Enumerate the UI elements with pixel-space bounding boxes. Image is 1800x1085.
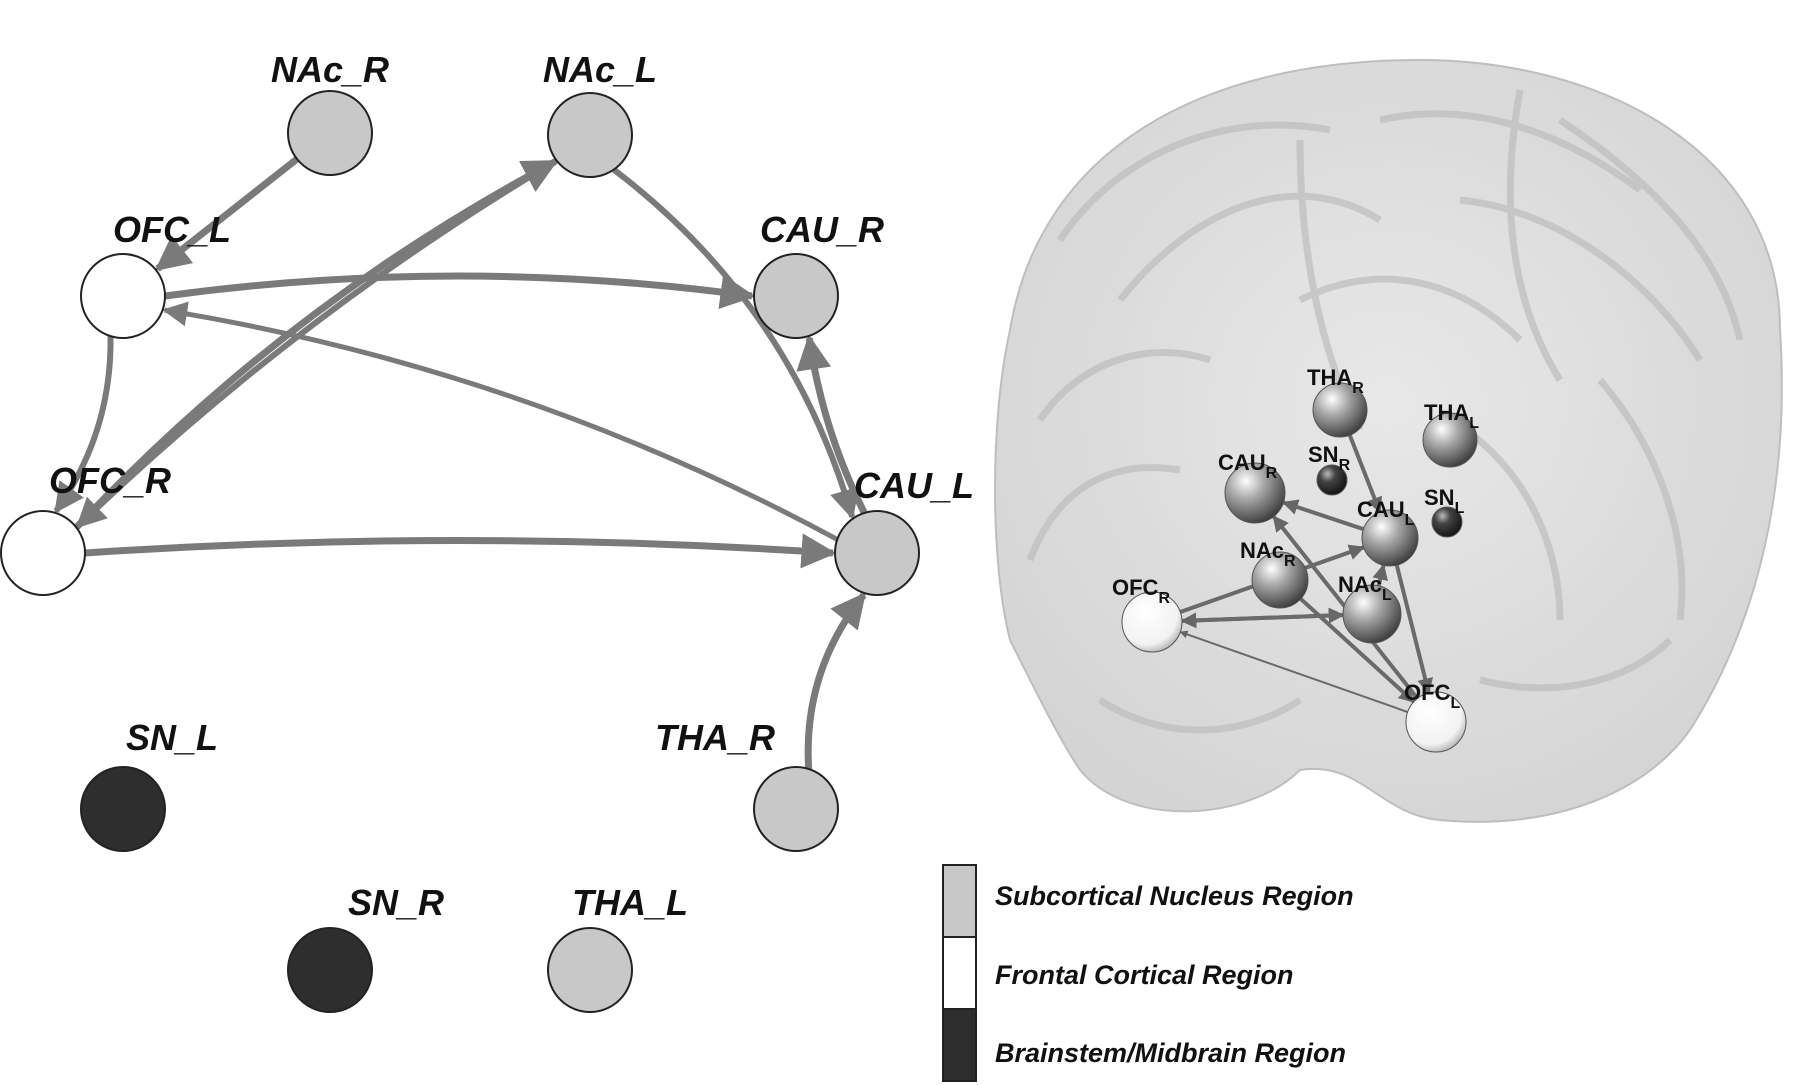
network-edge-THA_R-to-CAU_L (804, 592, 867, 770)
network-edge-CAU_L-to-CAU_R (796, 334, 868, 515)
legend-label-brainstem: Brainstem/Midbrain Region (995, 1038, 1346, 1068)
network-node-SN_R (287, 927, 373, 1013)
brain-node-label-THA_L: THAL (1424, 400, 1479, 432)
network-edge-NAc_L-to-OFC_R (75, 157, 559, 529)
network-node-OFC_L (80, 253, 166, 339)
network-edges (53, 156, 868, 770)
brain-node-THA_L (1422, 412, 1478, 468)
brain-node-label-THA_R: THAR (1307, 365, 1364, 397)
brain-node-label-CAU_R: CAUR (1218, 450, 1278, 482)
network-node-label-CAU_L: CAU_L (854, 465, 974, 506)
brain-node-CAU_L (1361, 509, 1419, 567)
network-node-NAc_R (287, 90, 373, 176)
network-labels: NAc_R NAc_L OFC_L CAU_R OFC_R CAU_L THA_R SN_L S… (49, 49, 974, 923)
brain-edge-THA_R-to-CAU_L (1344, 424, 1383, 514)
network-node-label-NAc_R: NAc_R (271, 49, 389, 90)
legend-swatch-brainstem (942, 1008, 977, 1082)
brain-edge-NAc_L-to-OFC_R (1180, 612, 1355, 629)
brain-node-label-SN_L: SNL (1424, 485, 1465, 517)
network-node-label-OFC_L: OFC_L (113, 209, 231, 250)
network-nodes (0, 90, 920, 1013)
network-node-label-THA_R: THA_R (655, 717, 775, 758)
network-node-CAU_L (834, 510, 920, 596)
network-node-THA_R (753, 766, 839, 852)
brain-node-NAc_R (1251, 551, 1309, 609)
legend-swatch-subcortical (942, 864, 977, 938)
network-edge-CAU_L-to-OFC_L (162, 301, 839, 542)
brain-edge-CAU_L-to-OFC_L (1392, 553, 1433, 695)
legend-label-subcortical: Subcortical Nucleus Region (995, 881, 1354, 911)
brain-node-SN_R (1316, 464, 1348, 496)
brain-node-SN_L (1431, 506, 1463, 538)
brain-node-label-SN_R: SNR (1308, 442, 1351, 474)
brain-surface (994, 58, 1783, 823)
network-edge-NAc_R-to-OFC_L (154, 156, 300, 272)
brain-node-label-NAc_L: NAcL (1338, 572, 1392, 604)
brain-node-OFC_R (1121, 591, 1183, 653)
brain-edge-OFC_L-to-OFC_R (1179, 630, 1420, 717)
network-node-OFC_R (0, 510, 86, 596)
brain-node-label-NAc_R: NAcR (1240, 538, 1296, 570)
network-node-label-NAc_L: NAc_L (543, 49, 657, 90)
legend-label-frontal: Frontal Cortical Region (995, 960, 1294, 990)
legend-swatch-frontal (942, 936, 977, 1010)
legend: Subcortical Nucleus Region Frontal Corti… (942, 864, 1354, 1082)
network-node-CAU_R (753, 253, 839, 339)
brain-node-label-OFC_L: OFCL (1404, 680, 1460, 712)
brain-edge-NAc_R-to-OFC_L (1291, 589, 1416, 704)
network-edge-OFC_R-to-CAU_L (84, 533, 837, 569)
brain-gyri (1026, 89, 1744, 734)
network-node-label-THA_L: THA_L (572, 882, 688, 923)
brain-node-label-CAU_L: CAUL (1357, 497, 1415, 529)
brain-node-THA_R (1312, 382, 1368, 438)
network-node-THA_L (547, 927, 633, 1013)
network-node-label-OFC_R: OFC_R (49, 460, 171, 501)
network-edge-OFC_L-to-OFC_R (53, 336, 114, 514)
brain-node-label-OFC_R: OFCR (1112, 575, 1170, 607)
network-node-SN_L (80, 766, 166, 852)
brain-edge-CAU_L-to-CAU_R (1281, 499, 1375, 535)
brain-node-NAc_L (1342, 584, 1402, 644)
brain-node-OFC_L (1405, 691, 1467, 753)
network-edge-OFC_L-to-CAU_R (164, 272, 756, 310)
network-edge-NAc_L-to-CAU_L (611, 167, 860, 520)
brain-node-CAU_R (1224, 462, 1286, 524)
network-node-label-SN_L: SN_L (126, 717, 218, 758)
network-node-label-CAU_R: CAU_R (760, 209, 884, 250)
network-node-label-SN_R: SN_R (348, 882, 444, 923)
network-node-NAc_L (547, 92, 633, 178)
network-edge-OFC_R-to-NAc_L (73, 158, 559, 530)
